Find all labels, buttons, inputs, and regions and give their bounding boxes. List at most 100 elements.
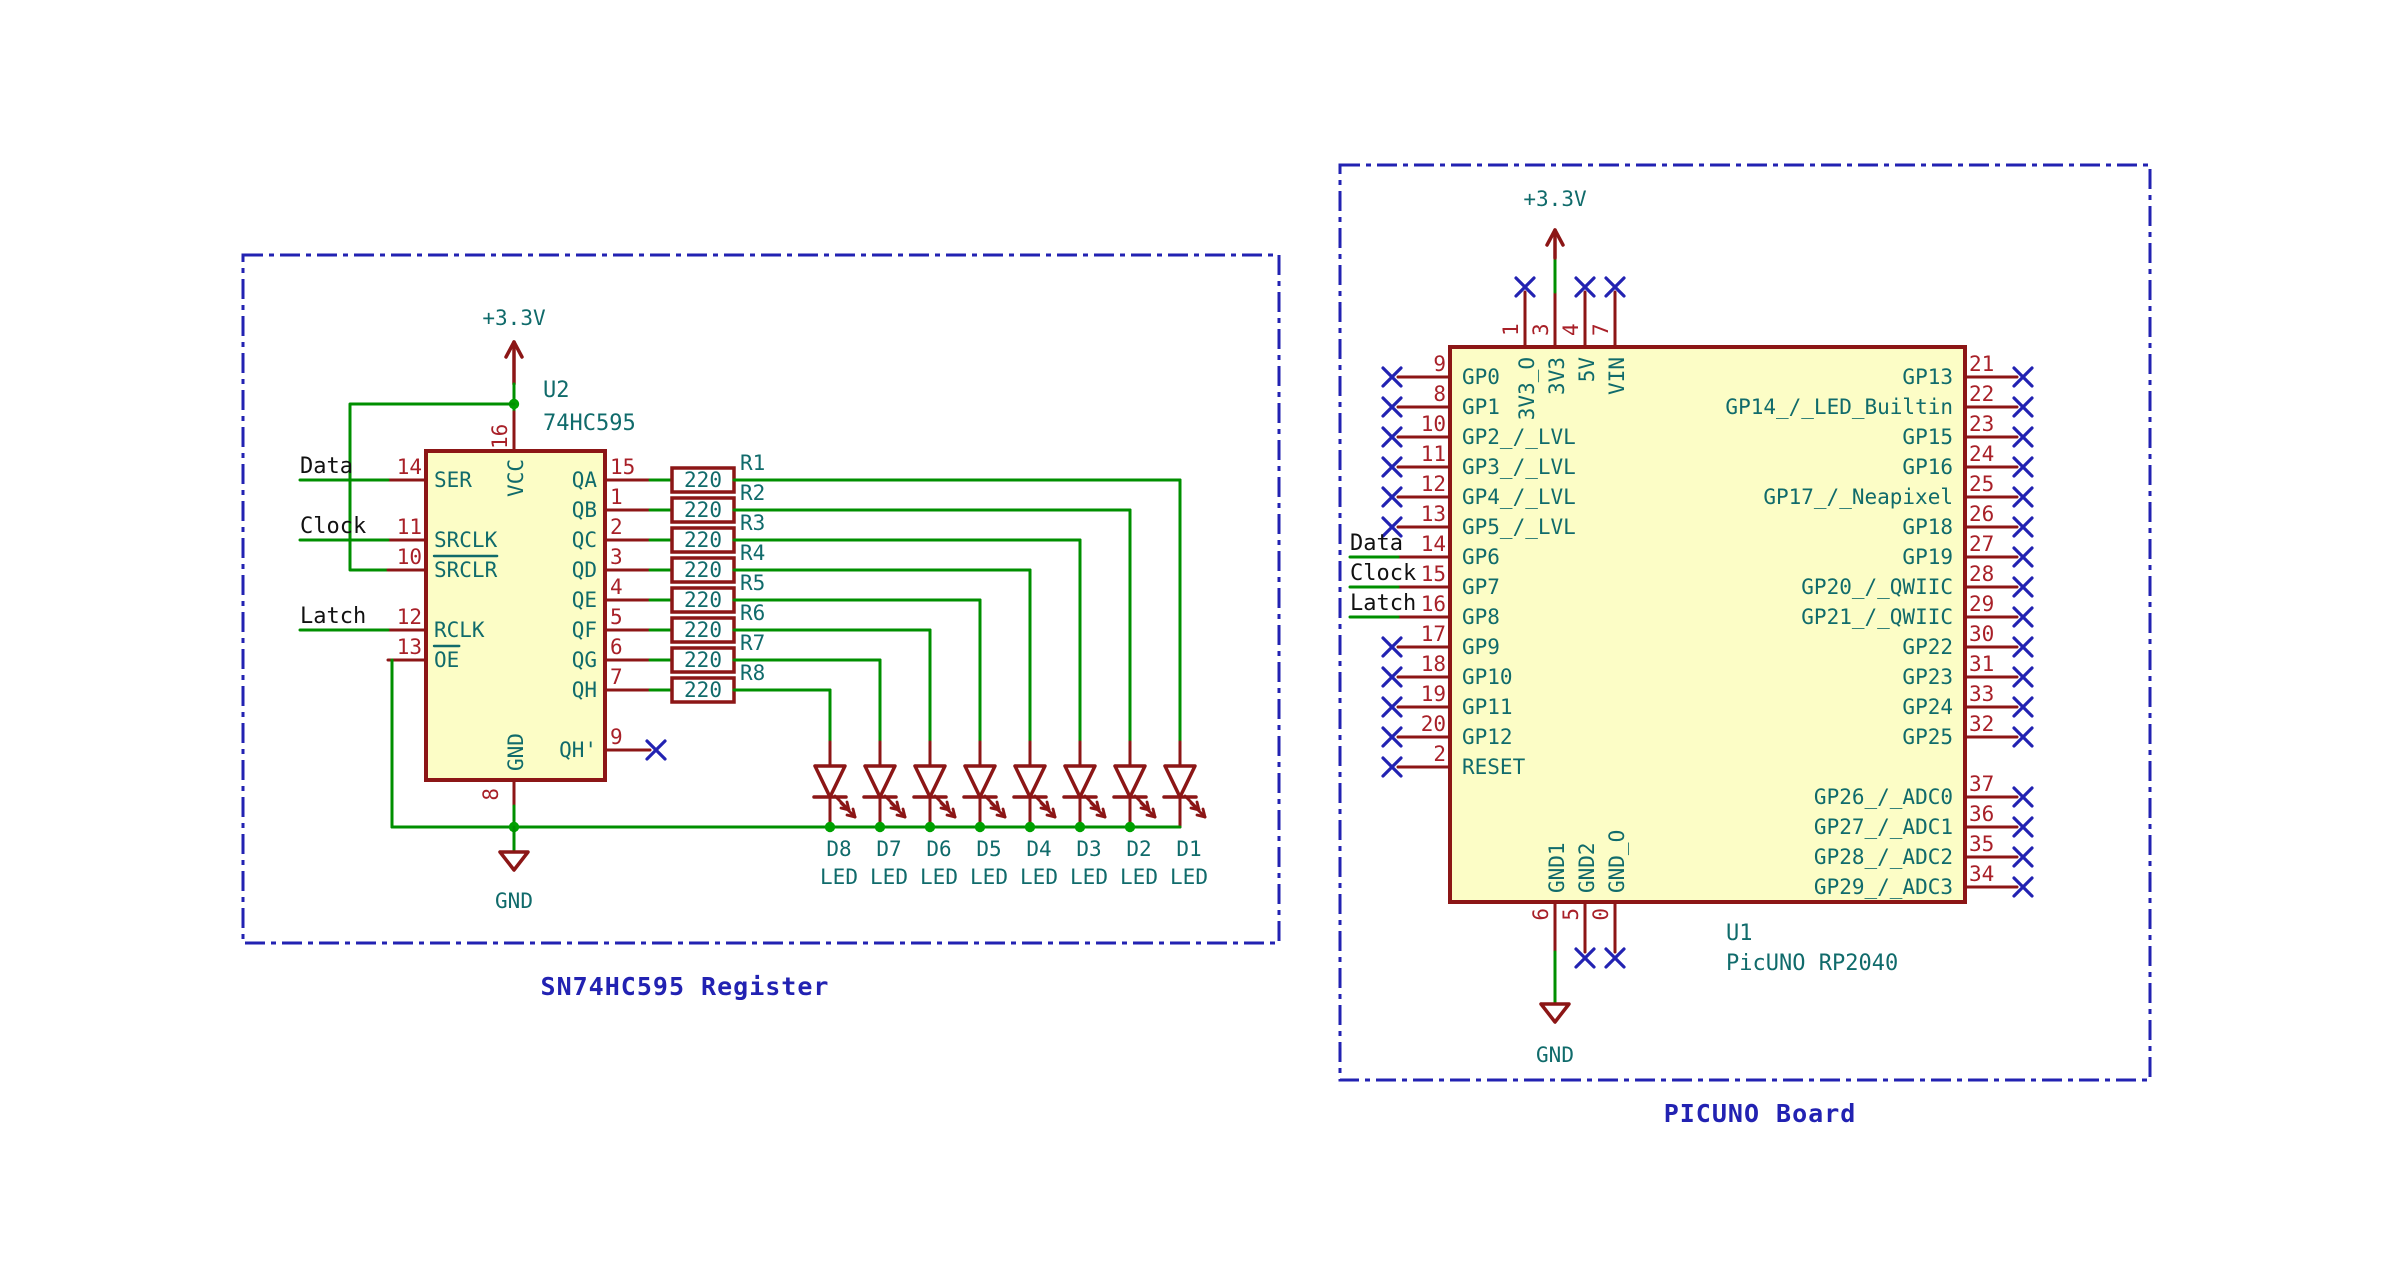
pin-number: 27 xyxy=(1969,532,1994,556)
gnd-symbol-icon[interactable] xyxy=(498,850,530,872)
pin-number: 20 xyxy=(1421,712,1446,736)
no-connect-icon xyxy=(2012,636,2034,658)
picuno-sheet-title[interactable]: PICUNO Board xyxy=(1663,1099,1857,1128)
resistor-body[interactable] xyxy=(670,616,736,644)
led-ref: D3 xyxy=(1076,837,1101,861)
pin-name: QH' xyxy=(559,738,597,762)
pin-number: 2 xyxy=(1433,742,1446,766)
gnd-net-label[interactable]: GND xyxy=(495,889,533,913)
led-symbol-icon[interactable] xyxy=(963,764,997,799)
junction-dot xyxy=(974,821,986,833)
pin-name: QB xyxy=(572,498,597,522)
net-label[interactable]: Data xyxy=(300,454,353,479)
led-emission-arrow-icon xyxy=(1145,800,1151,812)
pin-name: GP8 xyxy=(1462,605,1500,629)
pin-name: GP20_/_QWIIC xyxy=(1801,575,1953,599)
led-emission-arrow-icon xyxy=(1039,801,1057,819)
picuno-ref[interactable]: U1 xyxy=(1726,921,1753,946)
led-symbol-icon[interactable] xyxy=(1013,764,1047,799)
led-emission-arrow-icon xyxy=(1101,807,1107,819)
no-connect-icon xyxy=(1381,666,1403,688)
pin-name: GP9 xyxy=(1462,635,1500,659)
resistor-body[interactable] xyxy=(670,556,736,584)
power-net-label[interactable]: +3.3V xyxy=(482,306,546,330)
led-emission-arrow-icon xyxy=(995,800,1001,812)
net-label[interactable]: Data xyxy=(1350,531,1403,556)
junction-dot xyxy=(1074,821,1086,833)
pin-name: GP7 xyxy=(1462,575,1500,599)
pin-name: GP5_/_LVL xyxy=(1462,515,1576,539)
led-symbol-icon[interactable] xyxy=(1163,764,1197,799)
pin-number: 16 xyxy=(1421,592,1446,616)
power-net-label[interactable]: +3.3V xyxy=(1523,187,1587,211)
picuno-body[interactable] xyxy=(1448,345,1967,904)
no-connect-icon xyxy=(1574,276,1596,298)
pin-name: GP11 xyxy=(1462,695,1513,719)
led-ref: D2 xyxy=(1126,837,1151,861)
pin-name: GP27_/_ADC1 xyxy=(1814,815,1953,839)
no-connect-icon xyxy=(1381,726,1403,748)
junction-dot xyxy=(1124,821,1136,833)
pin-name: QC xyxy=(572,528,597,552)
resistor-body[interactable] xyxy=(670,586,736,614)
gnd-net-label[interactable]: GND xyxy=(1536,1043,1574,1067)
pin-number: 9 xyxy=(1433,352,1446,376)
pin-number: 17 xyxy=(1421,622,1446,646)
pin-name: GP29_/_ADC3 xyxy=(1814,875,1953,899)
resistor-value: 220 xyxy=(684,498,722,522)
net-label[interactable]: Latch xyxy=(1350,591,1416,616)
net-label[interactable]: Latch xyxy=(300,604,366,629)
resistor-value: 220 xyxy=(684,588,722,612)
pin-name: GND2 xyxy=(1575,842,1599,893)
led-symbol-icon[interactable] xyxy=(913,764,947,799)
pin-number: 11 xyxy=(397,515,422,539)
pin-name: 5V xyxy=(1575,357,1599,383)
pin-name: QF xyxy=(572,618,597,642)
pin-number: 10 xyxy=(1421,412,1446,436)
no-connect-icon xyxy=(1381,366,1403,388)
net-label[interactable]: Clock xyxy=(1350,561,1416,586)
resistor-value: 220 xyxy=(684,528,722,552)
pin-number: 23 xyxy=(1969,412,1994,436)
gnd-symbol-icon[interactable] xyxy=(1539,1002,1571,1024)
pin-name: GP15 xyxy=(1902,425,1953,449)
hc595-ref[interactable]: U2 xyxy=(543,378,570,403)
pin-number: 14 xyxy=(397,455,422,479)
hc595-sheet-title[interactable]: SN74HC595 Register xyxy=(540,972,830,1001)
pin-number: 28 xyxy=(1969,562,1994,586)
pin-number: 6 xyxy=(610,635,623,659)
junction-dot xyxy=(1024,821,1036,833)
resistor-body[interactable] xyxy=(670,676,736,704)
net-label[interactable]: Clock xyxy=(300,514,366,539)
led-symbol-icon[interactable] xyxy=(863,764,897,799)
resistor-value: 220 xyxy=(684,468,722,492)
led-emission-arrow-icon xyxy=(1045,800,1051,812)
pin-number: 24 xyxy=(1969,442,1994,466)
no-connect-icon xyxy=(2012,486,2034,508)
led-emission-arrow-icon xyxy=(889,801,907,819)
pin-number: 11 xyxy=(1421,442,1446,466)
pin-name: GP0 xyxy=(1462,365,1500,389)
pin-number: 15 xyxy=(1421,562,1446,586)
no-connect-icon xyxy=(2012,726,2034,748)
led-symbol-icon[interactable] xyxy=(1063,764,1097,799)
pin-name: GP2_/_LVL xyxy=(1462,425,1576,449)
led-emission-arrow-icon xyxy=(1189,801,1207,819)
pin-number: 10 xyxy=(397,545,422,569)
picuno-enclosure-box xyxy=(1338,163,2152,1082)
led-symbol-icon[interactable] xyxy=(813,764,847,799)
power-arrow-head-icon xyxy=(1545,228,1565,247)
pin-number: 37 xyxy=(1969,772,1994,796)
led-emission-arrow-icon xyxy=(945,800,951,812)
pin-number: 35 xyxy=(1969,832,1994,856)
led-ref: D8 xyxy=(826,837,851,861)
pin-number: 12 xyxy=(397,605,422,629)
resistor-ref: R5 xyxy=(740,571,765,595)
pin-number: 18 xyxy=(1421,652,1446,676)
no-connect-icon xyxy=(1574,947,1596,969)
picuno-value[interactable]: PicUNO RP2040 xyxy=(1726,951,1898,976)
hc595-value[interactable]: 74HC595 xyxy=(543,411,636,436)
no-connect-icon xyxy=(2012,396,2034,418)
pin-name: GND1 xyxy=(1545,842,1569,893)
led-symbol-icon[interactable] xyxy=(1113,764,1147,799)
